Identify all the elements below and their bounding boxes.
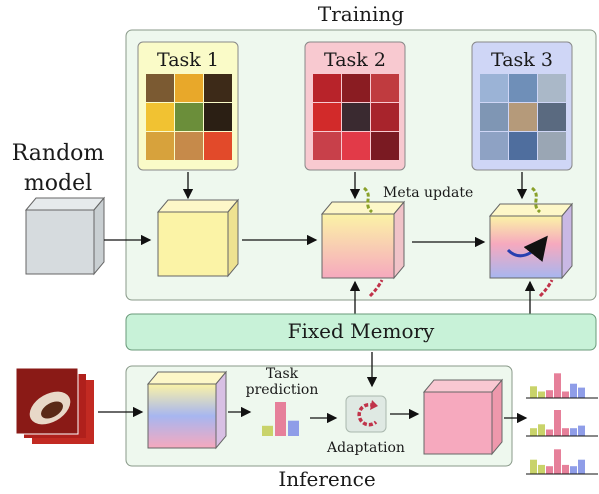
output-histogram-bar [530,386,537,398]
output-histogram-bar [562,391,569,398]
task-prediction-bar [288,420,299,436]
output-histogram-bar [538,391,545,398]
meta-update-arrow-icon-task2 [362,186,374,214]
inference-title: Inference [278,467,375,491]
output-histogram-bar [562,428,569,436]
output-histogram-bar [530,428,537,436]
task-prediction-label-line2: prediction [246,382,319,398]
task-prediction-bar [262,425,273,436]
output-histogram-bar [538,424,545,436]
meta-update-label: Meta update [383,185,473,201]
model-cube-task1 [156,198,240,278]
fixed-memory-bar [125,313,597,351]
output-histogram-bar [570,428,577,436]
task1-card: Task 1 [137,41,239,171]
meta-path-curve-icon [506,235,548,262]
task3-card: Task 3 [471,41,573,171]
memory-update-arrow-icon-task3 [538,279,554,298]
output-histogram-bar [546,390,553,398]
output-histogram-bar [546,429,553,436]
task1-image-grid [146,74,232,160]
output-histogram-bar [570,466,577,474]
task-prediction-label-line1: Task [266,366,299,382]
output-histogram-bar [554,410,561,436]
memory-update-arrow-icon-task2 [368,279,384,298]
fixed-memory-label: Fixed Memory [288,319,435,343]
random-model-label-line1: Random [12,141,105,166]
task3-label: Task 3 [491,49,553,71]
output-histogram-bar [578,387,585,398]
adaptation-label: Adaptation [326,440,405,456]
task2-card: Task 2 [304,41,406,171]
task2-label: Task 2 [324,49,386,71]
random-model-cube [24,196,106,276]
inference-model-cube [146,370,228,450]
model-cube-task2 [320,200,406,280]
training-title: Training [318,2,404,26]
random-model-label-line2: model [24,171,92,196]
output-histogram-bar [578,425,585,436]
task2-image-grid [313,74,399,160]
output-histogram-bar [546,466,553,474]
output-histogram-bar [570,383,577,398]
model-cube-task3 [488,202,574,280]
output-histogram-bar [538,464,545,474]
task-prediction-bar [275,402,286,436]
input-image-stack [15,367,94,444]
adapted-model-cube [422,378,504,456]
output-histogram-bar [554,373,561,398]
task3-image-grid [480,74,566,160]
output-histogram-bar [530,459,537,474]
task1-label: Task 1 [157,49,219,71]
task-prediction-histogram [262,402,299,436]
output-histogram-bar [562,464,569,474]
adaptation-cycle-icon [357,402,378,427]
output-histogram-bar [554,449,561,474]
meta-update-arrow-icon-task3 [530,186,542,214]
adaptation-box [345,395,387,433]
output-histogram-bar [578,459,585,474]
output-histograms [526,373,598,475]
